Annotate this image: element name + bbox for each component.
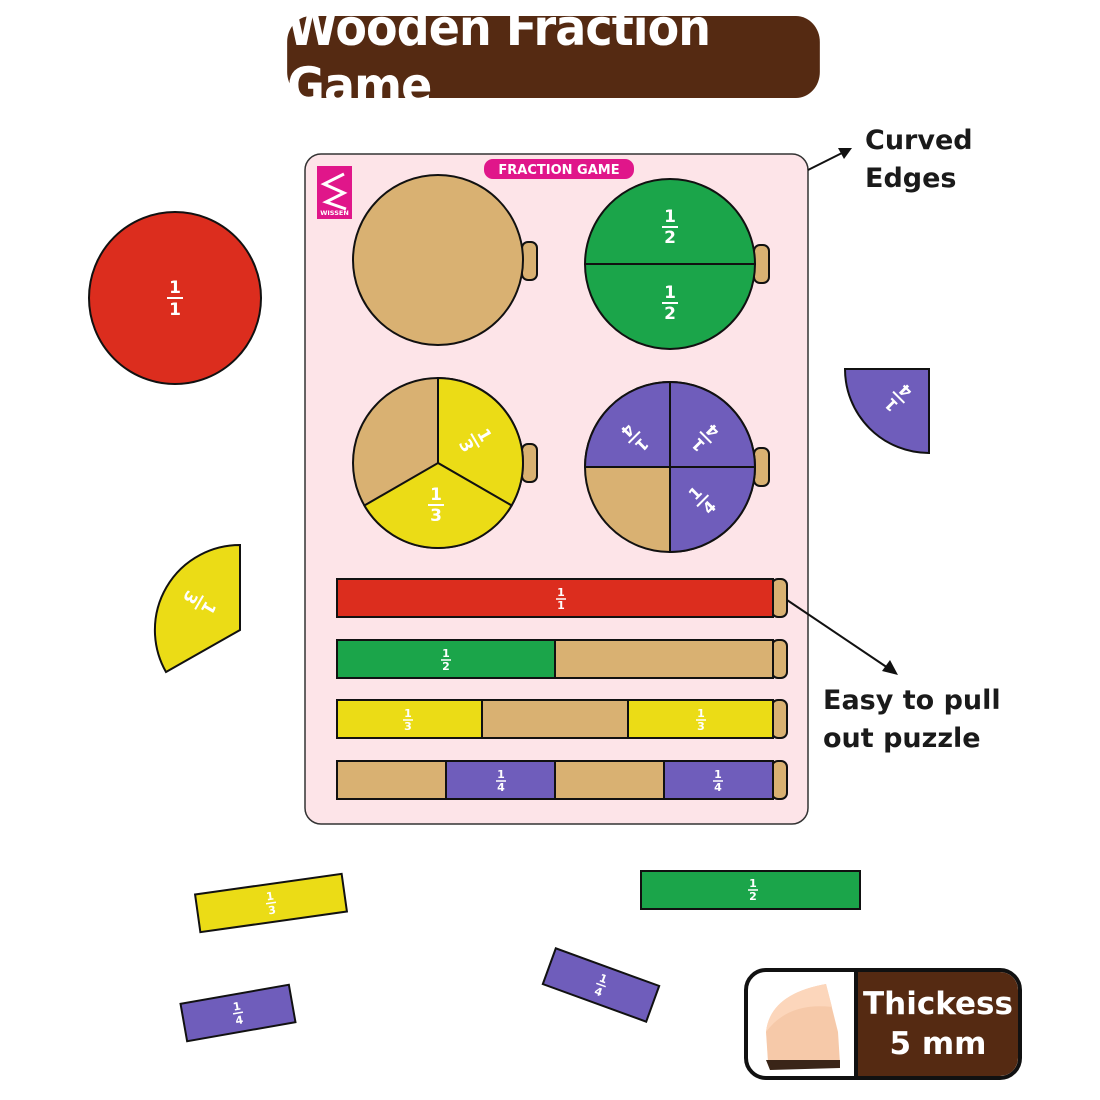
- svg-text:4: 4: [497, 781, 505, 794]
- svg-text:1: 1: [265, 890, 274, 904]
- svg-text:1: 1: [497, 768, 505, 781]
- svg-text:2: 2: [442, 660, 450, 673]
- thirds-bar[interactable]: 1 3 1 3: [336, 699, 788, 739]
- svg-text:1: 1: [169, 278, 181, 298]
- svg-text:4: 4: [593, 985, 605, 1000]
- thickness-label: Thickess: [863, 986, 1013, 1022]
- thickness-value: 5 mm: [889, 1026, 987, 1062]
- svg-text:WISSEN: WISSEN: [320, 209, 349, 217]
- loose-half-bar[interactable]: 1 2: [640, 870, 861, 910]
- svg-text:4: 4: [234, 1013, 244, 1027]
- loose-whole-circle[interactable]: 1 1: [88, 211, 262, 385]
- loose-quarter-bar[interactable]: 1 4: [179, 983, 297, 1043]
- svg-text:1: 1: [232, 1000, 242, 1014]
- halves-circle[interactable]: 1 2 1 2: [583, 178, 770, 350]
- svg-text:1: 1: [557, 599, 565, 612]
- whole-bar[interactable]: 1 1: [336, 578, 788, 618]
- quarters-circle[interactable]: 1 4 1 4 1 4: [583, 380, 770, 554]
- svg-text:1: 1: [597, 971, 609, 986]
- svg-text:1: 1: [404, 707, 412, 720]
- svg-text:3: 3: [430, 506, 442, 526]
- callout-line: Easy to pull: [823, 685, 1001, 716]
- svg-text:1: 1: [169, 300, 181, 320]
- svg-text:1: 1: [714, 768, 722, 781]
- board-label-pill: [484, 159, 634, 179]
- svg-text:1: 1: [430, 485, 442, 505]
- pull-out-callout: Easy to pull out puzzle: [823, 682, 1001, 758]
- callout-line: out puzzle: [823, 723, 981, 754]
- svg-text:2: 2: [664, 304, 676, 324]
- svg-text:4: 4: [714, 781, 722, 794]
- quarters-bar[interactable]: 1 4 1 4: [336, 760, 788, 800]
- callout-line: Edges: [865, 163, 957, 194]
- pull-out-arrow-icon: [786, 599, 898, 675]
- wissen-logo: WISSEN: [317, 166, 352, 219]
- curved-edges-arrow-icon: [807, 148, 852, 171]
- svg-text:1: 1: [557, 586, 565, 599]
- callout-line: Curved: [865, 125, 973, 156]
- svg-text:1: 1: [664, 207, 676, 227]
- svg-text:1: 1: [664, 283, 676, 303]
- wood-piece-thumbnail: [748, 972, 858, 1076]
- thickness-badge: Thickess 5 mm: [744, 968, 1022, 1080]
- halves-bar[interactable]: 1 2: [336, 639, 788, 679]
- board-label: FRACTION GAME: [498, 163, 619, 178]
- svg-text:2: 2: [664, 228, 676, 248]
- loose-quarter-bar[interactable]: 1 4: [541, 947, 661, 1023]
- svg-text:1: 1: [749, 877, 757, 890]
- loose-quarter-piece[interactable]: 1 4: [843, 368, 930, 455]
- svg-text:3: 3: [697, 720, 705, 733]
- curved-edges-callout: Curved Edges: [865, 122, 973, 198]
- svg-text:2: 2: [749, 890, 757, 903]
- svg-text:3: 3: [404, 720, 412, 733]
- loose-third-piece[interactable]: 1 3: [153, 543, 241, 674]
- page-title: Wooden Fraction Game: [287, 0, 820, 115]
- loose-third-bar[interactable]: 1 3: [193, 872, 349, 934]
- svg-text:3: 3: [267, 903, 276, 917]
- thirds-circle[interactable]: 1 3 1 3: [352, 376, 538, 549]
- whole-circle-slot: [352, 174, 538, 346]
- svg-text:1: 1: [442, 647, 450, 660]
- svg-text:1: 1: [697, 707, 705, 720]
